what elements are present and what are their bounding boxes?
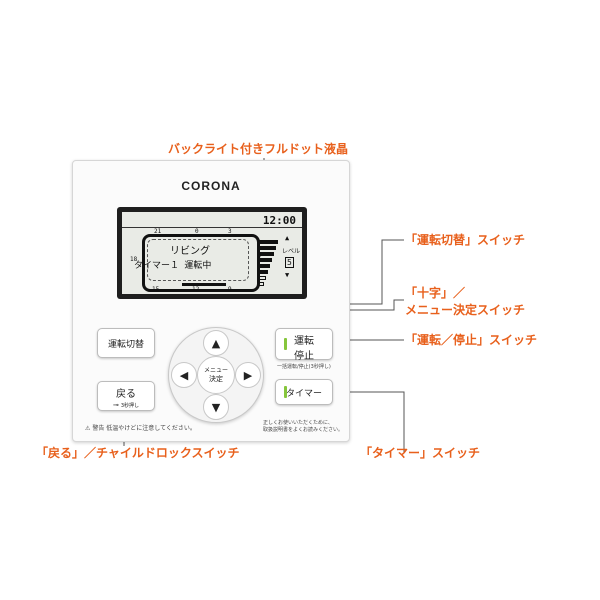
- lcd-level-bar: [258, 270, 268, 274]
- lcd-level-value: 5: [285, 257, 294, 268]
- callout-mode-switch: 「運転切替」スイッチ: [405, 233, 526, 247]
- callout-timer: 「タイマー」スイッチ: [360, 446, 481, 460]
- lcd-level-bar: [258, 240, 278, 244]
- lcd-level-bar: [258, 276, 266, 280]
- lcd-clock: 12:00: [262, 214, 296, 227]
- arrow-down-icon[interactable]: ▼: [203, 394, 229, 420]
- instruction-line1: 正しくお使いいただくために、: [263, 420, 333, 426]
- lcd-timer-ring-active: [182, 283, 226, 286]
- cross-pad: ▲ ▼ ◀ ▶ メニュー 決定: [168, 327, 264, 423]
- run-label: 運転: [294, 336, 314, 347]
- timer-label: タイマー: [285, 389, 322, 399]
- key-icon: ⊸: [112, 401, 119, 409]
- lcd-frame: 12:00 21 0 3 18 6 15 12 9 リビング タイマー１ 運転中…: [117, 207, 307, 299]
- instruction-line2: 取扱説明書をよくお読みください。: [263, 427, 344, 433]
- lcd-tick-21: 21: [154, 228, 162, 235]
- arrow-right-icon[interactable]: ▶: [235, 362, 261, 388]
- lcd-tick-15: 15: [152, 286, 160, 293]
- lcd-timer-ring: [142, 234, 260, 292]
- warning-text: 低温やけどに注意してください。: [106, 425, 196, 432]
- menu-label: メニュー: [203, 367, 228, 374]
- lcd-room-name: リビング: [170, 246, 210, 257]
- callout-run-stop: 「運転／停止」スイッチ: [405, 333, 538, 347]
- lcd-tick-18: 18: [130, 256, 138, 263]
- lcd-tick-3: 3: [228, 228, 232, 235]
- lcd-tick-12: 12: [192, 286, 200, 293]
- timer-button[interactable]: タイマー: [275, 379, 333, 405]
- back-label: 戻る: [116, 389, 136, 400]
- warning-notice: ⚠ 警告 低温やけどに注意してください。: [85, 423, 196, 432]
- back-childlock-button[interactable]: 戻る ⊸3秒押し: [97, 381, 155, 411]
- callout-back-childlock: 「戻る」／チャイルドロックスイッチ: [36, 446, 240, 460]
- lcd-level-up-icon: ▲: [285, 234, 290, 242]
- arrow-up-icon[interactable]: ▲: [203, 330, 229, 356]
- warning-label: 警告: [92, 425, 105, 432]
- warning-triangle-icon: ⚠: [85, 425, 91, 432]
- stop-label: 停止: [294, 351, 314, 362]
- run-led: [284, 338, 287, 350]
- remote-controller: CORONA 12:00 21 0 3 18 6 15 12 9 リビング タイ…: [72, 160, 350, 442]
- lcd-level-label: レベル: [282, 248, 301, 255]
- lcd-status: タイマー１ 運転中: [134, 261, 212, 271]
- menu-enter-button[interactable]: メニュー 決定: [197, 356, 235, 394]
- arrow-left-icon[interactable]: ◀: [171, 362, 197, 388]
- back-note: 3秒押し: [120, 403, 140, 409]
- mode-switch-button[interactable]: 運転切替: [97, 328, 155, 358]
- callout-cross-menu-line2: メニュー決定スイッチ: [405, 303, 526, 317]
- lcd-level-bar: [258, 252, 274, 256]
- lcd-display: 12:00 21 0 3 18 6 15 12 9 リビング タイマー１ 運転中…: [122, 212, 302, 294]
- lcd-level-down-icon: ▼: [285, 271, 290, 279]
- lcd-tick-0: 0: [195, 228, 199, 235]
- lcd-tick-9: 9: [228, 286, 232, 293]
- run-stop-note: 一括運転/停止(3秒押し): [277, 364, 331, 370]
- brand-logo: CORONA: [181, 179, 241, 193]
- lcd-level-bar: [258, 264, 270, 268]
- lcd-level-bar: [258, 246, 276, 250]
- mode-switch-label: 運転切替: [107, 340, 144, 350]
- lcd-timer-ring-inner: [147, 239, 249, 281]
- lcd-level-bar: [258, 258, 272, 262]
- enter-label: 決定: [209, 375, 223, 383]
- timer-led: [284, 386, 287, 398]
- lcd-level-bar: [258, 282, 264, 286]
- lcd-level-meter: [258, 236, 280, 286]
- run-stop-button[interactable]: 運転 停止: [275, 328, 333, 362]
- callout-cross-menu-line1: 「十字」／: [405, 286, 466, 300]
- callout-backlight-lcd: バックライト付きフルドット液晶: [168, 142, 349, 156]
- lcd-divider: [122, 227, 302, 228]
